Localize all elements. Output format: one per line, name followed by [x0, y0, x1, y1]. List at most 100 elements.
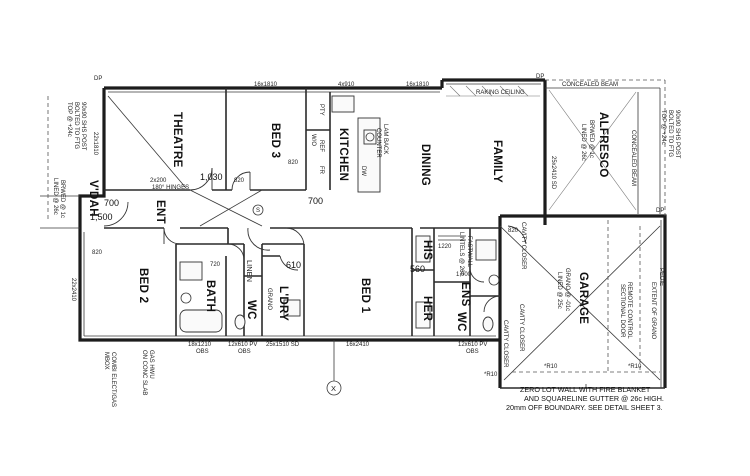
- dim-1030: 1,030: [200, 172, 223, 182]
- note-alfresco-lined: LINED @ 26c: [580, 124, 586, 161]
- note-wo: W/O: [310, 134, 316, 146]
- note-dp-2: DP: [536, 74, 544, 80]
- note-fastwall-1: FASTWALL: [466, 236, 472, 268]
- fixtures: [179, 235, 500, 333]
- internal-walls: [104, 88, 500, 336]
- note-code-820-d: 820: [508, 228, 519, 234]
- room-family: FAMILY: [491, 140, 503, 183]
- note-remote-1: REMOTE CONTROL: [626, 282, 632, 339]
- note-concealed-beam-v: CONCEALED BEAM: [630, 130, 636, 186]
- window-bot-2-obs: OBS: [238, 349, 251, 355]
- room-vdah: V'DAH: [87, 180, 99, 217]
- garage-details: [499, 220, 661, 381]
- window-bot-4: 16x2410: [346, 342, 370, 348]
- note-post-right-2: BOLTED TO FTG: [667, 110, 673, 157]
- room-wc-1: WC: [245, 300, 257, 320]
- window-callouts: 16x1810 4x910 16x1810 22x1810 22x2410 18…: [70, 82, 556, 355]
- room-labels: THEATRE BED 3 KITCHEN DINING FAMILY ALFR…: [87, 112, 609, 332]
- note-grano: GRANO: [266, 288, 272, 310]
- markers: X S: [252, 204, 342, 396]
- window-top-2: 4x910: [338, 82, 355, 88]
- note-cavity-closer-1: CAVITY CLOSER: [520, 222, 526, 270]
- window-theatre-side: 22x1810: [92, 132, 98, 156]
- note-gas-1: GAS HWU: [148, 350, 154, 379]
- outer-walls: [78, 78, 667, 389]
- room-wc-2: WC: [455, 312, 467, 332]
- window-bot-1-obs: OBS: [196, 349, 209, 355]
- note-code-820-b: 820: [288, 160, 299, 166]
- note-lam-back-2: COUNTER: [375, 128, 381, 158]
- room-bath: BATH: [204, 280, 216, 312]
- dim-560: 560: [410, 264, 425, 274]
- note-dw: DW: [360, 166, 366, 176]
- note-r10-b: *R10: [628, 364, 642, 370]
- dim-610: 610: [286, 260, 301, 270]
- room-dining: DINING: [419, 144, 431, 186]
- room-theatre: THEATRE: [171, 112, 183, 168]
- dim-700-b: 700: [308, 196, 323, 206]
- note-garage-grano-2: LINED @ 25c: [556, 272, 562, 309]
- note-hinges-1: 2x200: [150, 178, 167, 184]
- note-remote-2: SECTIONAL DOOR: [619, 284, 625, 338]
- note-extent-2: PEDIE: [658, 268, 664, 286]
- note-post-right-3: TOP @ +24c: [660, 110, 666, 145]
- window-top-3: 16x1810: [406, 82, 430, 88]
- room-his: HIS: [421, 240, 433, 260]
- dimension-labels: 1,030 700 1,500 700 610 560 1220 1,000: [90, 172, 472, 278]
- section-marker-x: X: [331, 384, 336, 393]
- note-concealed-beam: CONCEALED BEAM: [562, 82, 618, 88]
- note-fastwall-2: LINTELS @ 26c: [458, 232, 464, 275]
- note-post-left-2: BOLTED TO FTG: [73, 102, 79, 149]
- room-kitchen: KITCHEN: [337, 128, 349, 181]
- note-alfresco-brick: BRWED @ 1c: [588, 120, 594, 158]
- footnote-line-3: 20mm OFF BOUNDARY. SEE DETAIL SHEET 3.: [506, 403, 663, 412]
- note-cavity-closer-3: CAVITY CLOSER: [502, 320, 508, 368]
- room-bed3: BED 3: [269, 123, 281, 158]
- note-post-right-1: 90x90 SHS POST: [674, 110, 680, 159]
- note-ref: REF: [318, 140, 324, 152]
- note-garage-grano-1: GRANO @ -01c: [564, 268, 570, 311]
- note-hinges-2: 180° HINGES: [152, 185, 189, 191]
- note-combi-2: MBOX: [103, 352, 109, 370]
- note-post-left-1: 90x90 SHS POST: [80, 102, 86, 151]
- note-vdah-brick: BRWED @ 1c: [59, 180, 65, 218]
- note-dp-1: DP: [94, 76, 102, 82]
- dim-1500: 1,500: [90, 212, 113, 222]
- dim-1000: 1,000: [456, 272, 472, 278]
- room-ens: ENS: [459, 282, 471, 307]
- note-code-720: 720: [210, 262, 221, 268]
- window-family-sd: 25x2410 SD: [550, 156, 556, 190]
- note-post-left-3: TOP @ +24c: [66, 102, 72, 137]
- note-pty: PTY: [318, 104, 324, 116]
- note-code-820-c: 820: [92, 250, 103, 256]
- note-combi-1: COMBI ELECT/GAS: [110, 352, 116, 407]
- room-bed1: BED 1: [359, 278, 371, 314]
- room-linen: LINEN: [245, 260, 254, 282]
- footnote: ZERO LOT WALL WITH FIRE BLANKET AND SQUA…: [506, 384, 664, 412]
- note-extent-1: EXTENT OF GRANO: [650, 282, 656, 340]
- note-dp-3: DP: [656, 208, 664, 214]
- note-gas-2: ON CONC SLAB: [141, 350, 147, 395]
- dim-700-a: 700: [104, 198, 119, 208]
- note-cavity-closer-2: CAVITY CLOSER: [518, 304, 524, 352]
- room-bed2: BED 2: [137, 268, 149, 303]
- footnote-line-1: ZERO LOT WALL WITH FIRE BLANKET: [520, 385, 651, 394]
- note-code-820-a: 820: [234, 178, 245, 184]
- room-her: HER: [421, 296, 433, 322]
- window-bot-1: 18x1210: [188, 342, 212, 348]
- window-bed2-side: 22x2410: [70, 278, 76, 302]
- footnote-line-2: AND SQUARELINE GUTTER @ 26c HIGH.: [524, 394, 664, 403]
- room-garage: GARAGE: [577, 272, 589, 324]
- window-top-1: 16x1810: [254, 82, 278, 88]
- note-r10-c: *R10: [484, 372, 498, 378]
- room-ent: ENT: [154, 200, 166, 224]
- note-fr: FR: [318, 166, 324, 175]
- switch-marker-s: S: [256, 208, 260, 214]
- window-bot-5-obs: OBS: [466, 349, 479, 355]
- room-ldry: L'DRY: [277, 286, 289, 321]
- window-bot-5: 12x610 PV: [458, 342, 487, 348]
- room-alfresco: ALFRESCO: [597, 112, 609, 178]
- plan-notes: RAKING CEILING CONCEALED BEAM CONCEALED …: [52, 74, 680, 407]
- switch-marker: [252, 204, 264, 216]
